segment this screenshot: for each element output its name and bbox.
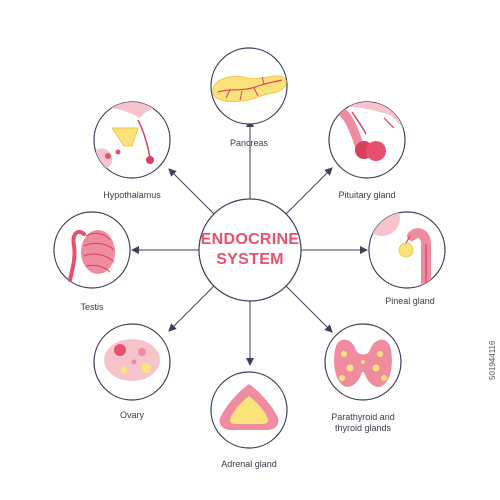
adrenal-icon [219, 384, 279, 430]
stock-id: 501944116 [488, 340, 497, 380]
ovary-icon [104, 339, 160, 381]
pineal-node [368, 211, 446, 289]
diagram-title: ENDOCRINE SYSTEM [195, 200, 305, 300]
label-thyroid-line-1: Parathyroid and [331, 412, 395, 422]
label-pancreas: Pancreas [229, 138, 269, 148]
adrenal-node [210, 371, 288, 449]
pancreas-node [210, 47, 288, 125]
pancreas-icon [212, 75, 287, 103]
label-adrenal: Adrenal gland [221, 459, 277, 469]
arrow-ovary [168, 285, 215, 332]
testis-icon [68, 229, 115, 282]
label-pineal: Pineal gland [385, 296, 435, 306]
label-pituitary: Pituitary gland [338, 190, 396, 200]
title-line-1: ENDOCRINE [200, 231, 300, 248]
label-thyroid-line-2: thyroid glands [334, 423, 392, 433]
hypothalamus-node [93, 101, 171, 179]
label-ovary: Ovary [119, 410, 144, 420]
ovary-node [93, 323, 171, 401]
connector-arrows [131, 119, 368, 366]
center-circle [198, 198, 302, 302]
thyroid-node [324, 323, 402, 401]
pituitary-icon [330, 102, 405, 161]
arrow-thyroid [285, 285, 333, 333]
thyroid-icon [334, 339, 392, 387]
label-testis: Testis [80, 302, 104, 312]
testis-node [53, 211, 131, 289]
pituitary-node [328, 101, 406, 179]
arrow-pituitary [285, 167, 333, 215]
label-thyroid: Parathyroid and thyroid glands [318, 412, 408, 434]
label-hypothalamus: Hypothalamus [103, 190, 161, 200]
arrow-hypothalamus [168, 168, 215, 215]
title-line-2: SYSTEM [216, 251, 284, 268]
